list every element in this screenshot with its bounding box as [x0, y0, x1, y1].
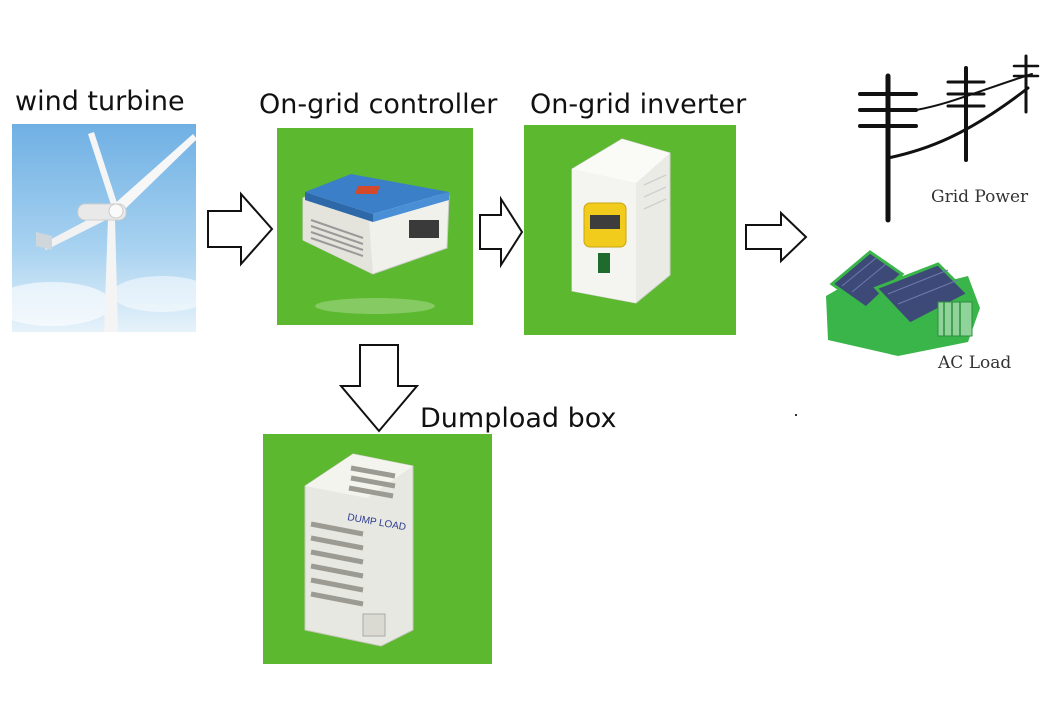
hollow-arrow-icon [745, 210, 808, 264]
hollow-arrow-icon [207, 191, 274, 267]
dumpload-label: Dumpload box [420, 403, 617, 434]
arrow-turbine-to-controller [207, 191, 274, 267]
arrow-controller-to-dumpload [338, 344, 420, 433]
wind-turbine-image [12, 124, 196, 332]
arrow-inverter-to-grid [745, 210, 808, 264]
stray-dot [795, 414, 797, 416]
solar-house-icon [826, 250, 980, 356]
grid-power-label: Grid Power [931, 187, 1029, 207]
hollow-arrow-icon [479, 195, 524, 269]
power-pole-icon [858, 54, 1040, 223]
ac-load-label: AC Load [938, 353, 1012, 373]
grid-power-image [856, 52, 1048, 224]
controller-image [277, 128, 473, 325]
wind-turbine-icon [12, 124, 196, 332]
arrow-controller-to-inverter [479, 195, 524, 269]
wind-turbine-label: wind turbine [15, 86, 185, 117]
controller-label: On-grid controller [259, 89, 498, 120]
dumpload-image: DUMP LOAD [263, 434, 492, 664]
inverter-image [524, 125, 736, 335]
inverter-label: On-grid inverter [530, 89, 747, 120]
ac-load-image [818, 246, 984, 364]
hollow-arrow-icon [338, 344, 420, 433]
